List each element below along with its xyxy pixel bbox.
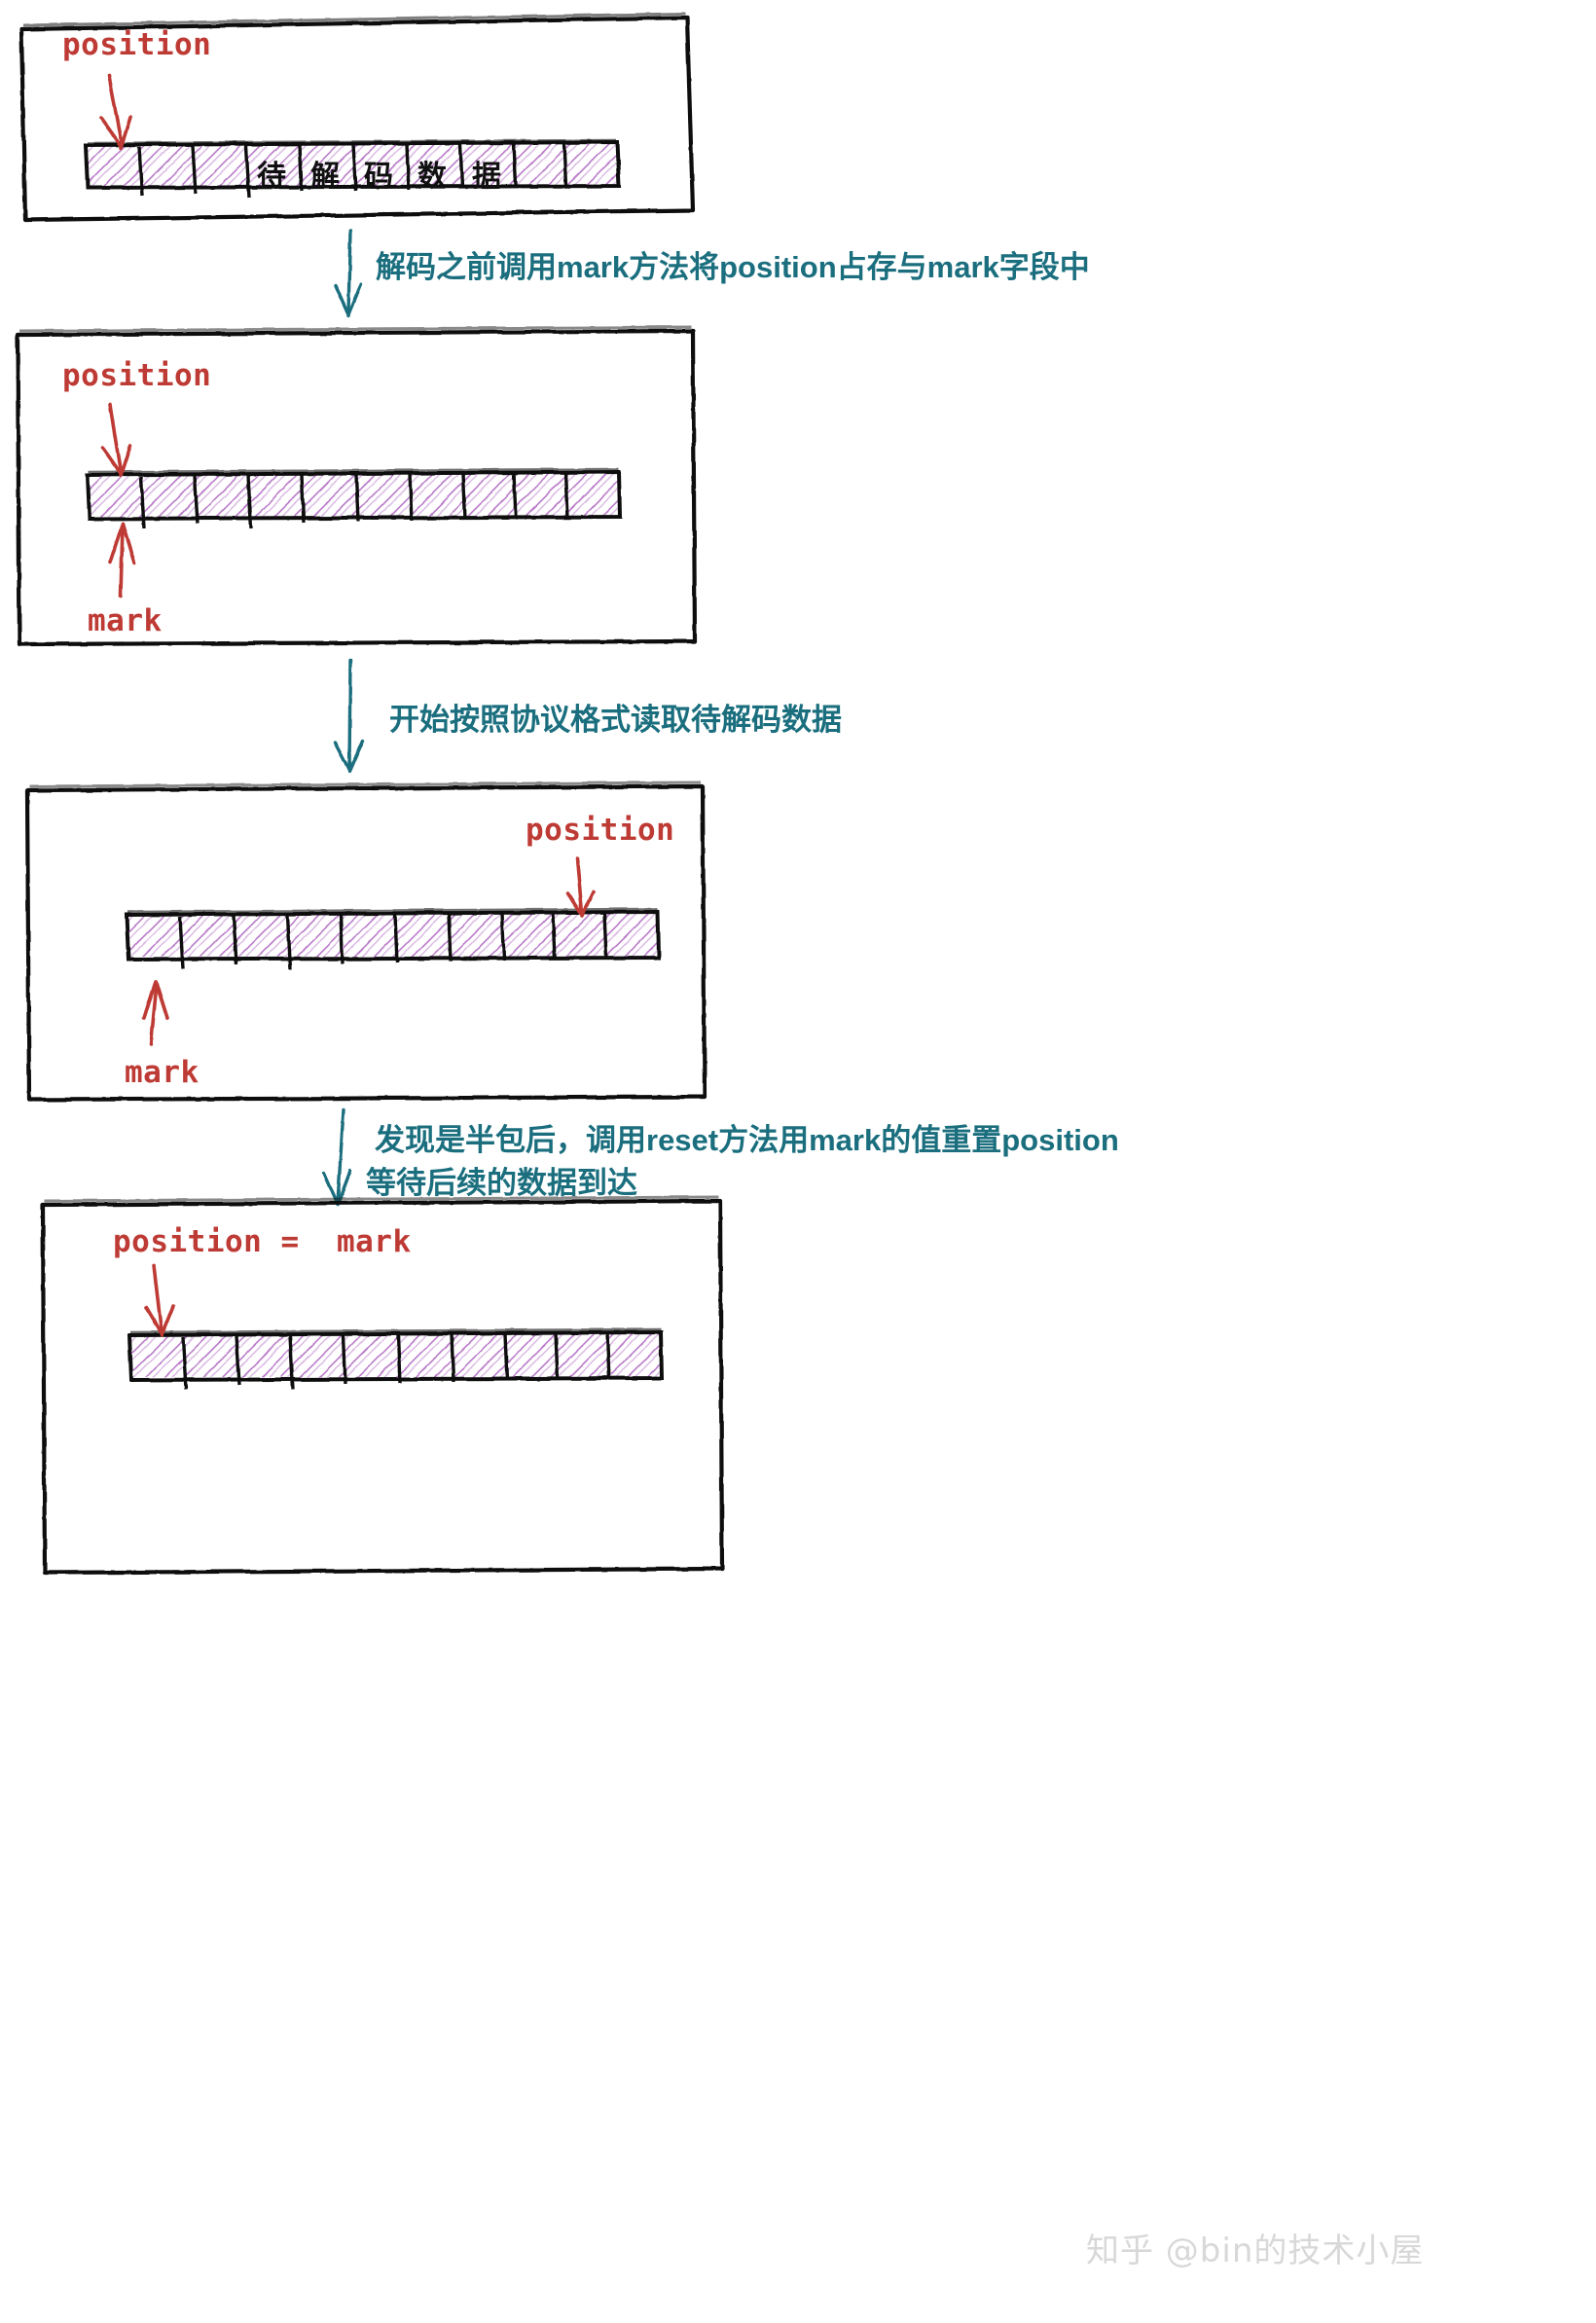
panel-3-mark-arrow <box>142 979 169 1046</box>
panel-3-mark-label: mark <box>125 1055 200 1090</box>
panel-1-cell-text-4: 解 <box>310 160 340 194</box>
watermark-text: 知乎 @bin的技术小屋 <box>1086 2232 1425 2270</box>
connector-3-label-line-2: 等待后续的数据到达 <box>366 1166 637 1200</box>
panel-2-frame <box>15 325 698 647</box>
panel-1-frame <box>18 12 696 223</box>
panel-2-position-label: position <box>62 358 212 393</box>
panel-4-position-equals-mark-label: position = mark <box>113 1224 412 1259</box>
connector-3-arrow <box>322 1107 352 1207</box>
panel-2-mark-label: mark <box>88 603 163 638</box>
connector-2-label: 开始按照协议格式读取待解码数据 <box>389 703 842 737</box>
panel-1-cell-text-3: 待 <box>257 160 286 194</box>
panel-4-position-arrow <box>144 1263 175 1337</box>
panel-1-cell-text-6: 数 <box>417 160 447 194</box>
panel-1-buffer <box>83 138 622 199</box>
panel-3-position-arrow <box>566 856 596 918</box>
connector-1-label: 解码之前调用mark方法将position占存与mark字段中 <box>376 250 1090 284</box>
panel-1-cell-text-7: 据 <box>472 160 501 194</box>
panel-1-cell-text-5: 码 <box>364 160 393 194</box>
panel-3-buffer <box>124 907 662 970</box>
panel-1-position-label: position <box>62 27 212 62</box>
panel-4-buffer <box>127 1327 665 1391</box>
panel-4-frame <box>40 1195 725 1576</box>
panel-3-position-label: position <box>526 813 675 848</box>
panel-2-buffer <box>85 467 623 529</box>
panel-3-frame <box>24 780 707 1103</box>
panel-1-position-arrow <box>99 74 132 150</box>
connector-2-arrow <box>333 658 365 774</box>
connector-1-arrow <box>334 229 363 317</box>
panel-2-mark-arrow <box>108 522 136 598</box>
panel-2-position-arrow <box>100 403 132 478</box>
connector-3-label-line-1: 发现是半包后，调用reset方法用mark的值重置position <box>375 1123 1119 1157</box>
